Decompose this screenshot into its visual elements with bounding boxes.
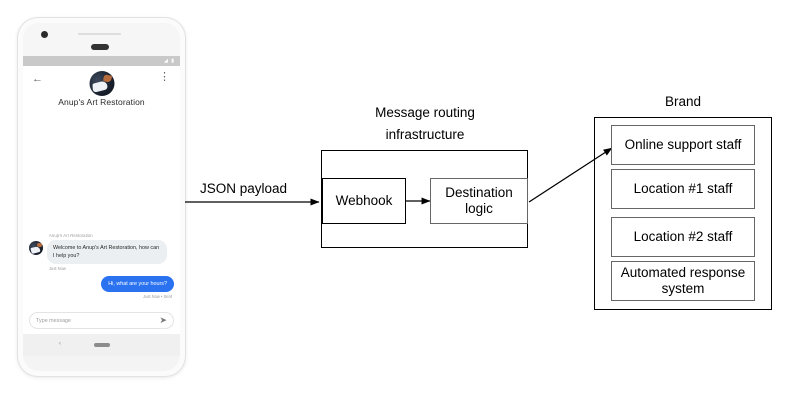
nav-home-pill-icon[interactable] (93, 343, 110, 347)
send-icon[interactable]: ➤ (159, 315, 167, 325)
phone-screen-frame: ◢ ▮ ← ⋮ Anup's Art Restoration Anup's Ar… (23, 23, 180, 371)
status-bar-icons: ◢ ▮ (164, 58, 175, 64)
chat-app-screen: ← ⋮ Anup's Art Restoration Anup's Art Re… (23, 66, 180, 334)
phone-mockup: ◢ ▮ ← ⋮ Anup's Art Restoration Anup's Ar… (18, 18, 185, 376)
message-sender-name: Anup's Art Restoration (49, 233, 93, 238)
brand-recipient-location-2-staff[interactable]: Location #2 staff (611, 217, 755, 257)
node-destination-logic[interactable]: Destination logic (430, 178, 528, 224)
front-camera-icon (41, 31, 48, 38)
message-avatar (29, 241, 43, 255)
back-arrow-icon[interactable]: ← (32, 73, 43, 85)
overflow-menu-icon[interactable]: ⋮ (159, 71, 170, 83)
brand-title: Brand (664, 94, 702, 109)
earpiece-pill-icon (91, 44, 109, 50)
message-incoming: Anup's Art Restoration Welcome to Anup's… (29, 233, 174, 271)
brand-recipient-automated-response-system[interactable]: Automated response system (611, 261, 755, 301)
message-timestamp: Just Now (49, 266, 66, 271)
message-bubble-incoming: Welcome to Anup's Art Restoration, how c… (47, 240, 167, 264)
infrastructure-title-line1: Message routing (375, 105, 475, 120)
message-timestamp-outgoing: Just Now • Sent (143, 294, 172, 299)
brand-avatar (89, 71, 114, 96)
brand-container (594, 117, 772, 310)
json-payload-label: JSON payload (200, 181, 288, 196)
brand-recipient-online-support-staff[interactable]: Online support staff (611, 125, 755, 165)
chat-message-list: Anup's Art Restoration Welcome to Anup's… (23, 233, 180, 302)
chat-app-title: Anup's Art Restoration (58, 97, 145, 107)
message-bubble-outgoing: Hi, what are your hours? (101, 276, 174, 292)
infrastructure-title-line2: infrastructure (385, 127, 465, 142)
node-webhook[interactable]: Webhook (322, 178, 406, 224)
nav-back-icon[interactable]: ‹ (59, 341, 61, 347)
message-input[interactable]: Type message (36, 317, 72, 324)
phone-status-bar: ◢ ▮ (23, 56, 180, 66)
brand-recipient-location-1-staff[interactable]: Location #1 staff (611, 169, 755, 209)
message-composer[interactable]: Type message ➤ (29, 312, 174, 329)
phone-top-bezel (23, 23, 180, 56)
earpiece-speaker-icon (78, 33, 121, 35)
android-nav-bar: ‹ (23, 334, 180, 356)
message-outgoing: Hi, what are your hours? Just Now • Sent (29, 276, 174, 299)
